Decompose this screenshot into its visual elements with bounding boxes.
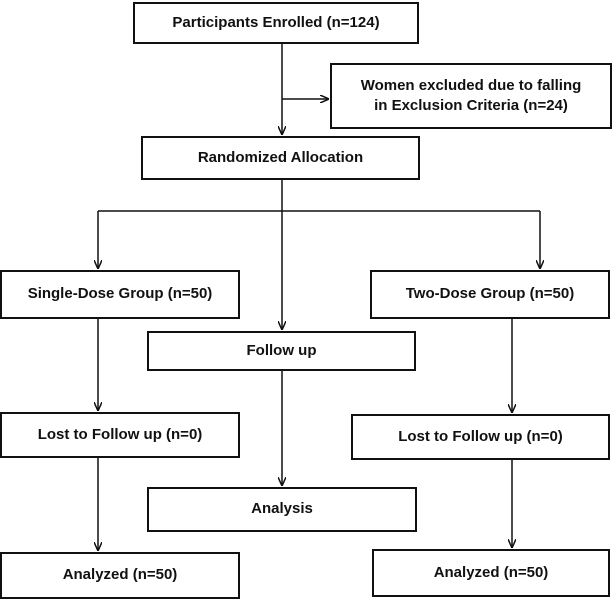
node-analyzed-two: Analyzed (n=50) [372, 549, 610, 597]
node-analysis-label: Analysis [251, 500, 313, 518]
node-randomized-allocation: Randomized Allocation [141, 136, 420, 180]
node-lost-single: Lost to Follow up (n=0) [0, 412, 240, 458]
node-lost-two-label: Lost to Follow up (n=0) [398, 427, 563, 445]
node-randomized-allocation-label: Randomized Allocation [197, 148, 364, 166]
node-excluded-line-1: Women excluded due to falling [360, 76, 582, 94]
node-excluded-label: Women excluded due to falling in Exclusi… [361, 76, 582, 117]
node-two-dose-group-label: Two-Dose Group (n=50) [405, 285, 575, 303]
node-participants-enrolled-label: Participants Enrolled (n=124) [172, 13, 380, 31]
node-analyzed-single-label: Analyzed (n=50) [62, 566, 178, 584]
node-follow-up-label: Follow up [246, 341, 317, 359]
node-analyzed-two-label: Analyzed (n=50) [433, 563, 549, 581]
node-excluded: Women excluded due to falling in Exclusi… [330, 63, 612, 129]
node-single-dose-group-label: Single-Dose Group (n=50) [27, 285, 213, 303]
node-lost-single-label: Lost to Follow up (n=0) [37, 425, 203, 443]
node-excluded-line-2: in Exclusion Criteria (n=24) [374, 97, 568, 114]
node-two-dose-group: Two-Dose Group (n=50) [370, 270, 610, 319]
node-analyzed-single: Analyzed (n=50) [0, 552, 240, 599]
node-follow-up: Follow up [147, 331, 416, 371]
node-analysis: Analysis [147, 487, 417, 532]
node-lost-two: Lost to Follow up (n=0) [351, 414, 610, 460]
node-participants-enrolled: Participants Enrolled (n=124) [133, 2, 419, 44]
node-single-dose-group: Single-Dose Group (n=50) [0, 270, 240, 319]
